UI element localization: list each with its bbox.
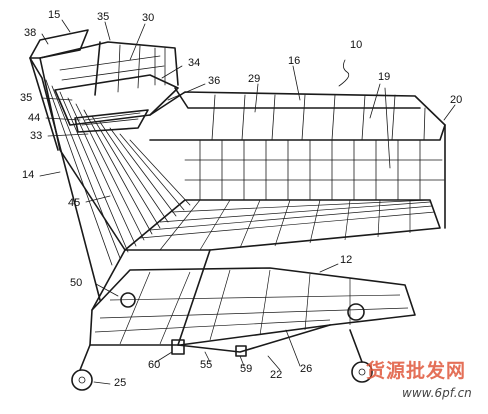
numeral-30: 30: [142, 12, 155, 24]
front-swivel: [347, 303, 365, 321]
numeral-50: 50: [70, 277, 83, 289]
bracket-60: [171, 339, 185, 355]
numeral-45: 45: [68, 197, 81, 209]
rear-frame-left: [29, 57, 101, 301]
rear-swivel: [120, 292, 136, 308]
numeral-34: 34: [188, 57, 201, 69]
lower-tray-grid: [94, 269, 409, 345]
numeral-59: 59: [240, 363, 253, 375]
rear-frame-right: [39, 57, 126, 251]
watermark-chinese-text: 货源批发网: [366, 360, 467, 382]
rear-caster-stem: [79, 344, 91, 371]
numeral-29: 29: [248, 73, 261, 85]
lower-tray: [89, 267, 416, 346]
numeral-44: 44: [28, 112, 41, 124]
rear-wheel: [71, 369, 93, 391]
child-seat-panel: [54, 74, 179, 126]
front-wheel-hub: [358, 368, 366, 376]
basket-inner-rim: [174, 87, 421, 109]
numeral-15: 15: [48, 9, 61, 21]
numeral-10: 10: [350, 39, 363, 51]
numeral-38: 38: [24, 27, 37, 39]
numeral-25: 25: [114, 377, 127, 389]
numeral-36: 36: [208, 75, 221, 87]
numeral-19: 19: [378, 71, 391, 83]
center-leg: [177, 249, 211, 346]
seat-plate: [74, 109, 149, 133]
site-watermark: 货源批发网 www.6pf.cn: [366, 356, 484, 408]
rear-frame-inner: [29, 57, 59, 151]
numeral-20: 20: [450, 94, 463, 106]
basket-side-rim: [149, 124, 446, 141]
rear-panel-wires: [45, 79, 191, 266]
child-seat-top: [39, 41, 179, 86]
basket-floor-grid: [139, 199, 436, 251]
basket-side-wires: [184, 94, 445, 201]
bracket-59: [235, 345, 247, 357]
numeral-33: 33: [30, 130, 43, 142]
child-seat-post: [94, 41, 101, 96]
numeral-22: 22: [270, 369, 283, 381]
child-seat-wires: [59, 44, 166, 126]
front-caster-stem: [349, 329, 363, 363]
rear-wheel-hub: [78, 376, 86, 384]
numeral-35-left: 35: [20, 92, 33, 104]
numeral-26: 26: [300, 363, 313, 375]
numeral-16: 16: [288, 55, 301, 67]
chassis-rail: [177, 324, 331, 353]
numeral-14: 14: [22, 169, 35, 181]
leader-lines: [39, 19, 456, 385]
numeral-35-top: 35: [97, 11, 110, 23]
numeral-60: 60: [148, 359, 161, 371]
front-leg: [91, 249, 126, 311]
numeral-12: 12: [340, 254, 353, 266]
basket-top-rim: [149, 91, 446, 229]
basket-bottom: [124, 199, 441, 251]
handle-bar: [29, 29, 89, 59]
watermark-url: www.6pf.cn: [402, 386, 472, 400]
numeral-55: 55: [200, 359, 213, 371]
